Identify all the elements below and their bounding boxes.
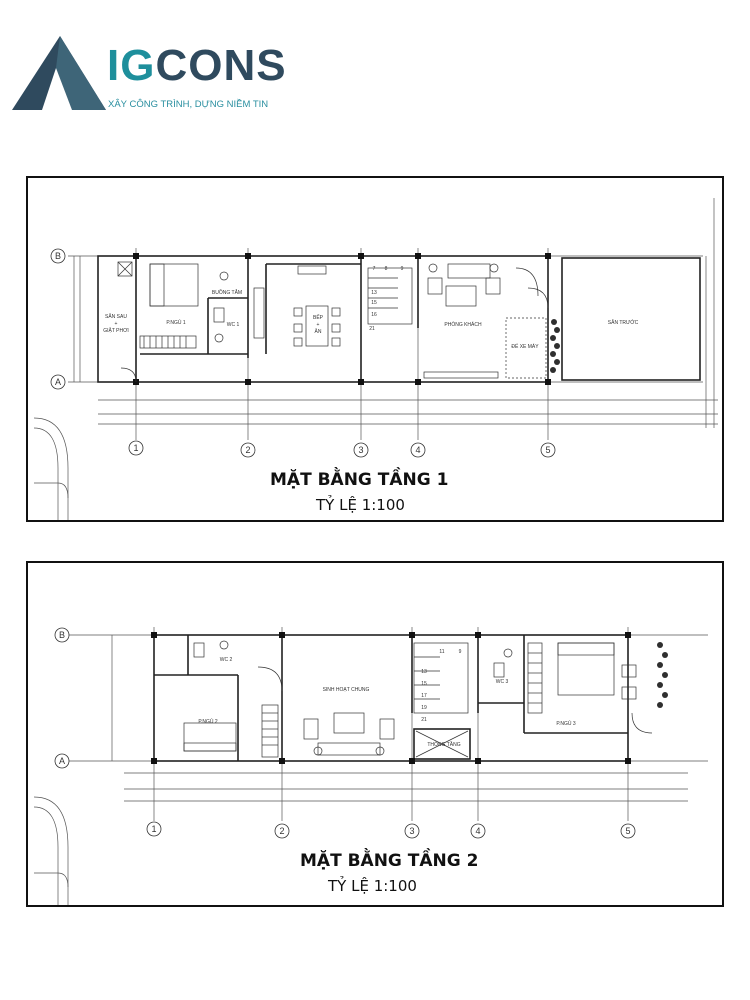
room-wc1: WC 1	[227, 322, 240, 328]
room-pngu1: P.NGỦ 1	[166, 319, 186, 326]
room-sinh-hoat-chung: SINH HOẠT CHUNG	[323, 687, 370, 693]
stair-num: 13	[371, 290, 377, 296]
floor-plan-1-drawing: B A 1 2 3 4 5 SÂN SAU + GIẶT PHƠI P.NGỦ …	[33, 198, 718, 520]
stair-num: 11	[439, 649, 444, 655]
room-buong-tam: BUỒNG TẮM	[212, 288, 242, 296]
stair-num: 7	[373, 266, 376, 272]
grid-row-a: A	[59, 756, 65, 766]
room-giat-phoi: GIẶT PHƠI	[103, 327, 129, 334]
room-an: ĂN	[315, 328, 322, 335]
room-de-xe-may: ĐỂ XE MÁY	[511, 343, 539, 350]
grid-col-4: 4	[415, 445, 420, 455]
room-san-sau-plus: +	[115, 321, 118, 327]
room-bep: BẾP	[313, 314, 324, 321]
room-phong-khach: PHÒNG KHÁCH	[444, 321, 482, 328]
stair-num: 19	[421, 705, 427, 711]
grid-col-1: 1	[151, 824, 156, 834]
grid-row-b: B	[59, 630, 65, 640]
stair-num: 17	[421, 693, 427, 699]
grid-col-1: 1	[133, 443, 138, 453]
room-thong-tang: THÔNG TẦNG	[427, 741, 460, 748]
brand-tagline: XÂY CÔNG TRÌNH, DỰNG NIỀM TIN	[108, 99, 269, 110]
stair-num: 13	[421, 669, 427, 675]
grid-col-2: 2	[245, 445, 250, 455]
stair-num: 21	[369, 326, 375, 332]
brand-name-suffix: CONS	[155, 41, 287, 90]
brand-name: IGCONS	[107, 44, 287, 88]
stair-num: 15	[371, 300, 377, 306]
grid-row-a: A	[55, 377, 61, 387]
grid-col-5: 5	[625, 826, 630, 836]
room-san-truoc: SÂN TRƯỚC	[608, 319, 639, 326]
floor2-title: MẶT BẰNG TẦNG 2	[300, 851, 479, 871]
floor-plan-1-panel: B A 1 2 3 4 5 SÂN SAU + GIẶT PHƠI P.NGỦ …	[26, 176, 724, 522]
room-bep-plus: +	[317, 322, 320, 328]
stair-num: 15	[421, 681, 427, 687]
room-wc2: WC 2	[220, 657, 233, 663]
floor1-title: MẶT BẰNG TẦNG 1	[270, 470, 449, 490]
stair-num: 9	[401, 266, 404, 272]
stair-num: 21	[421, 717, 427, 723]
room-pngu3: P.NGỦ 3	[556, 720, 576, 727]
room-san-sau: SÂN SAU	[105, 313, 127, 320]
floor-plan-2-drawing: B A 1 2 3 4 5 WC 2 P.NGỦ 2 SINH HOẠT CHU…	[33, 627, 708, 905]
grid-col-2: 2	[279, 826, 284, 836]
logo-triangle-icon	[12, 36, 106, 110]
floor-plan-2-panel: B A 1 2 3 4 5 WC 2 P.NGỦ 2 SINH HOẠT CHU…	[26, 561, 724, 907]
brand-logo	[12, 34, 282, 114]
stair-num: 9	[459, 649, 462, 655]
room-wc3: WC 3	[496, 679, 509, 685]
floor1-scale: TỶ LỆ 1:100	[316, 496, 405, 514]
grid-row-b: B	[55, 251, 61, 261]
stair-num: 8	[385, 266, 388, 272]
grid-col-5: 5	[545, 445, 550, 455]
grid-col-3: 3	[358, 445, 363, 455]
stair-num: 16	[371, 312, 377, 318]
grid-col-3: 3	[409, 826, 414, 836]
room-pngu2: P.NGỦ 2	[198, 718, 218, 725]
grid-col-4: 4	[475, 826, 480, 836]
floor2-scale: TỶ LỆ 1:100	[328, 877, 417, 895]
brand-name-prefix: IG	[107, 41, 156, 90]
